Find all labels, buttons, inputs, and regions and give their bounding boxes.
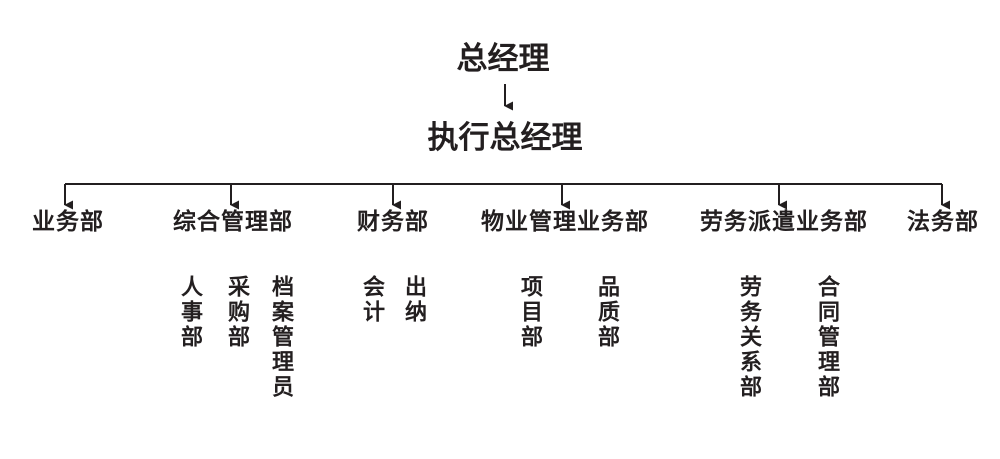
subunit-accounting: 会计 — [359, 275, 384, 325]
ceo-node: 总经理 — [456, 41, 550, 77]
dept-finance: 财务部 — [357, 209, 429, 235]
subunit-contract-management: 合同管理部 — [814, 275, 839, 400]
dept-property-management: 物业管理业务部 — [481, 209, 649, 235]
executive-node: 执行总经理 — [427, 120, 583, 156]
subunit-quality: 品质部 — [594, 275, 619, 350]
dept-business: 业务部 — [32, 209, 104, 235]
subunit-labor-relations: 劳务关系部 — [736, 275, 761, 400]
subunit-cashier: 出纳 — [401, 275, 426, 325]
subunit-hr: 人事部 — [177, 275, 202, 350]
subunit-procurement: 采购部 — [224, 275, 249, 350]
subunit-project: 项目部 — [517, 275, 542, 350]
dept-labor-dispatch: 劳务派遣业务部 — [700, 209, 868, 235]
dept-legal: 法务部 — [907, 209, 979, 235]
subunit-archivist: 档案管理员 — [268, 275, 293, 400]
dept-general-management: 综合管理部 — [173, 209, 293, 235]
